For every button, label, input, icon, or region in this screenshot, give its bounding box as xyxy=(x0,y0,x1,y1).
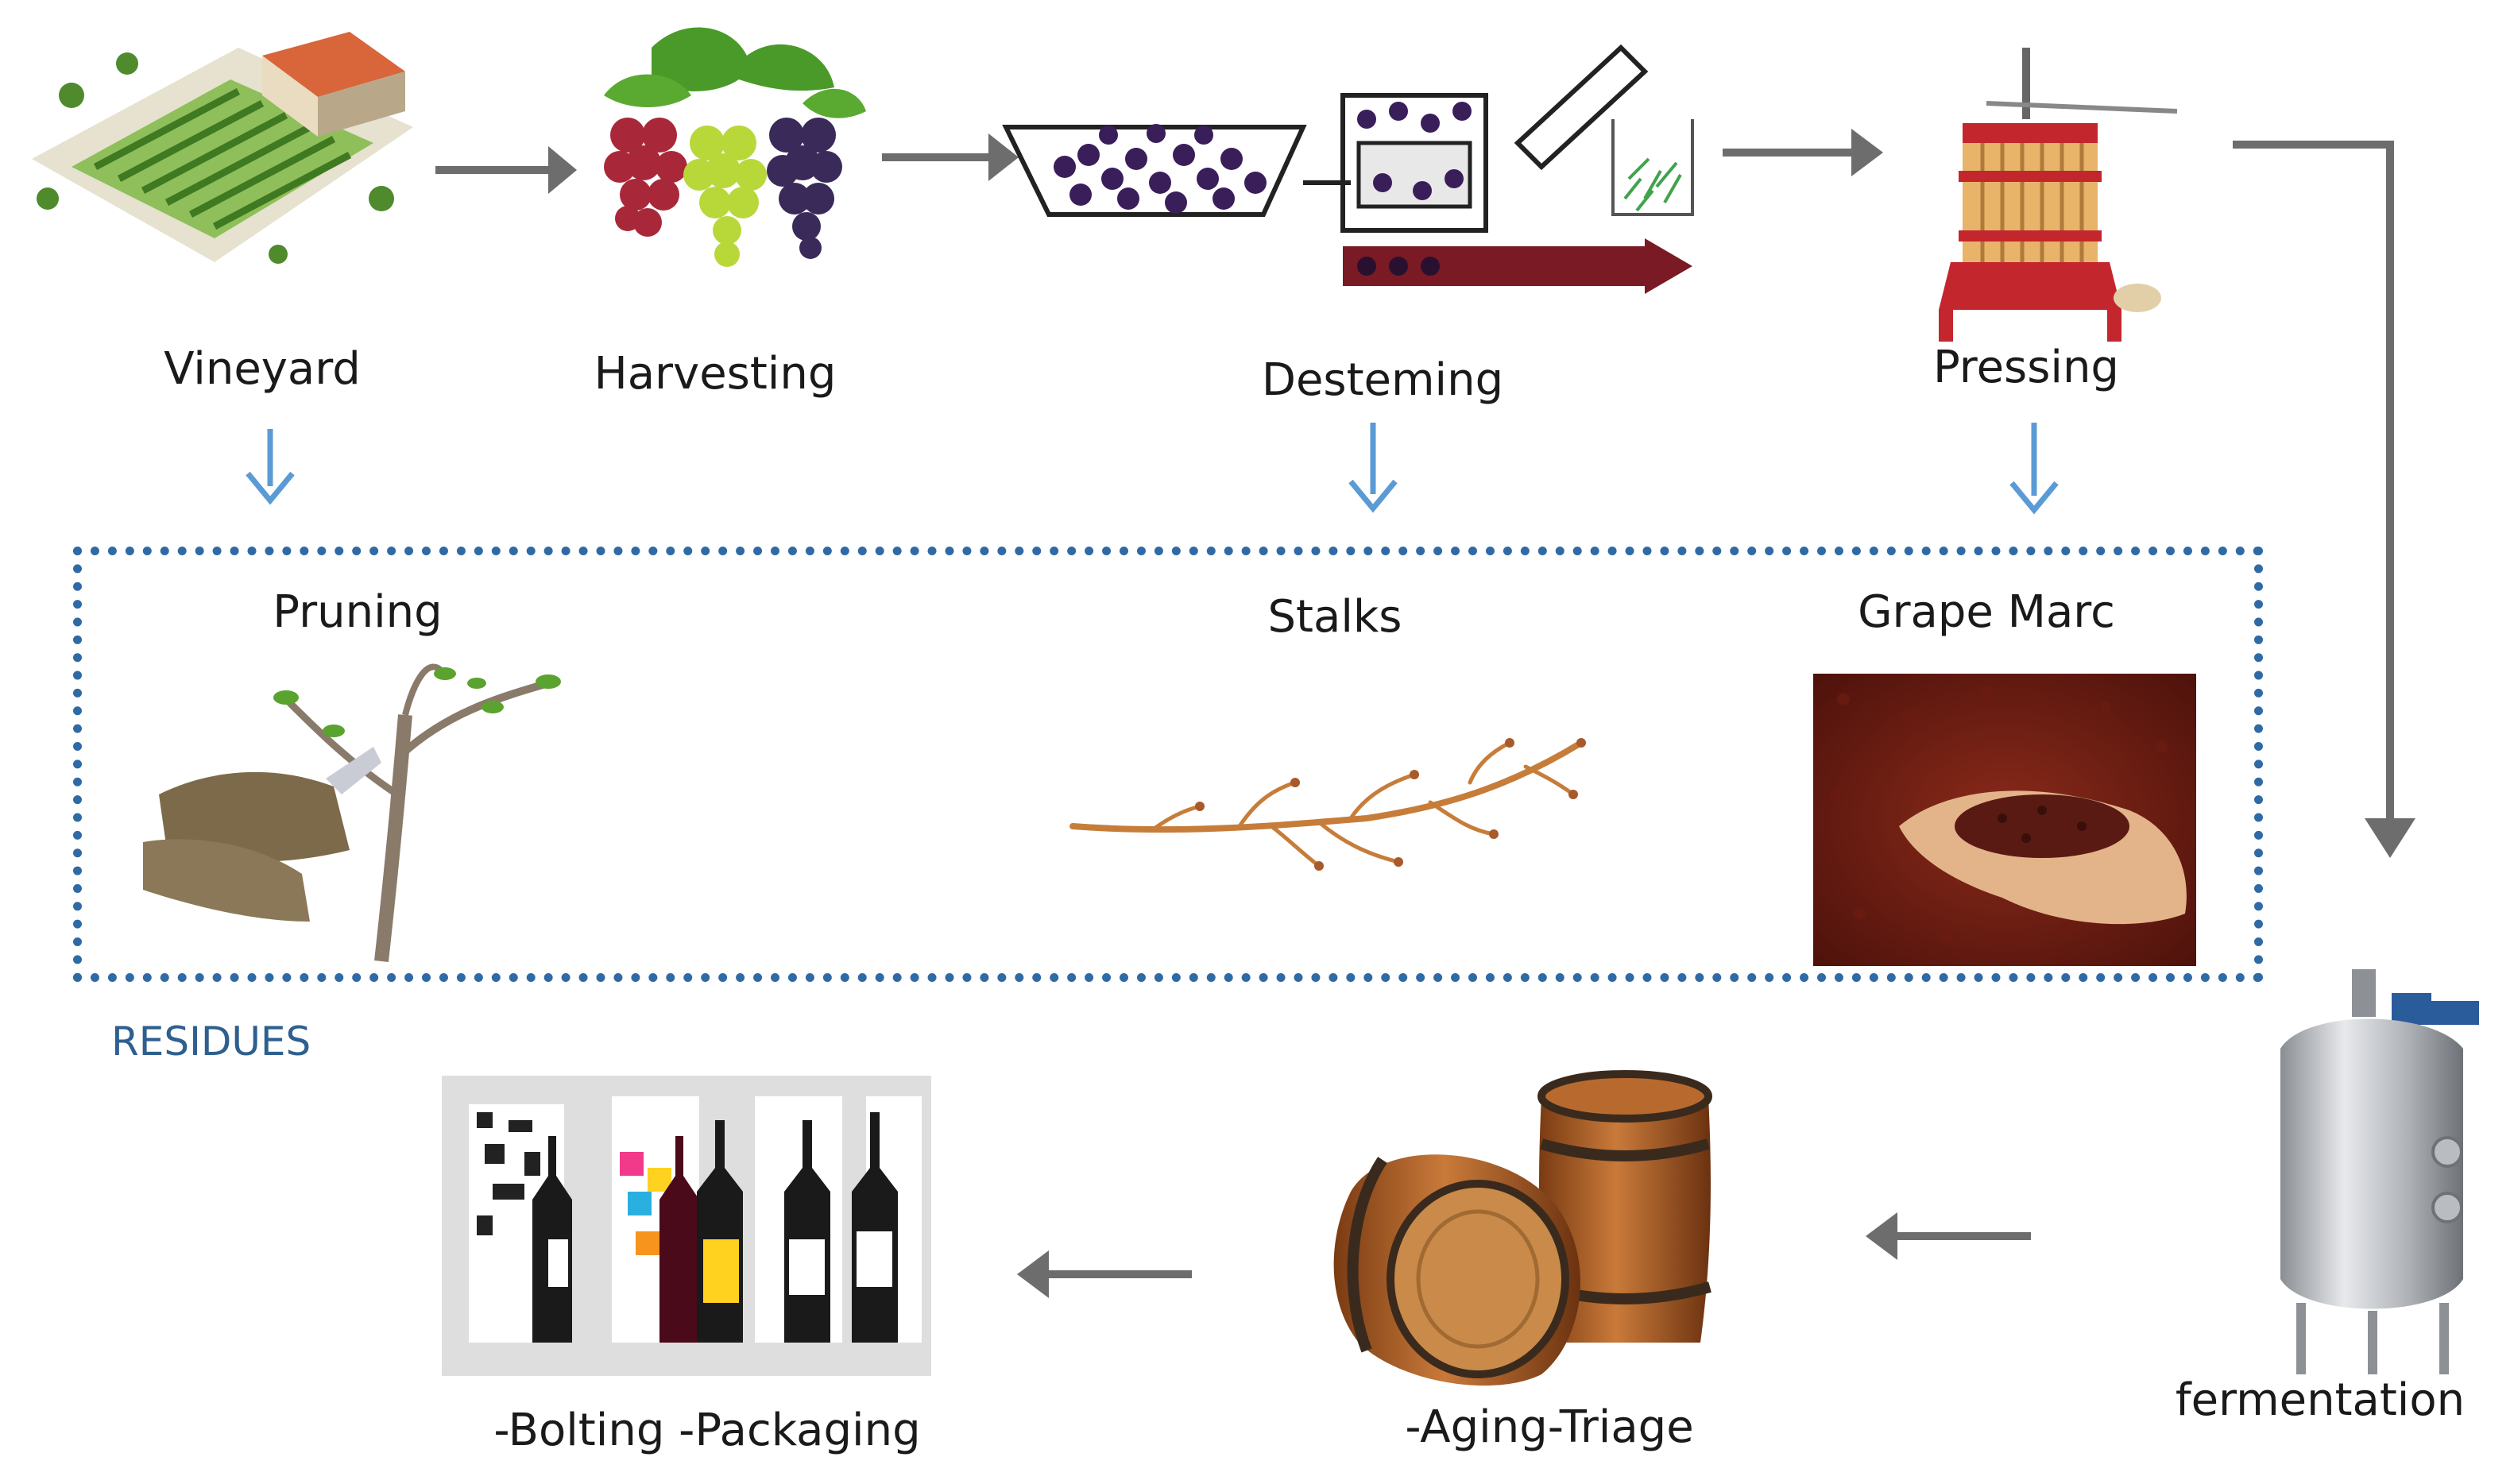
fermentation-tank-illustration xyxy=(2280,969,2479,1374)
grapes-illustration xyxy=(604,27,866,267)
desteming-machine-illustration xyxy=(1002,44,1694,294)
arrow-desteming-stalks xyxy=(1348,423,1398,513)
barrels-illustration xyxy=(1333,1070,1712,1386)
bottles-photo xyxy=(442,1076,931,1376)
wine-press-illustration xyxy=(1939,48,2178,342)
stalks-illustration xyxy=(1069,738,1586,871)
grape-marc-label: Grape Marc xyxy=(1858,586,2115,638)
pressing-label: Pressing xyxy=(1933,342,2119,393)
arrow-vineyard-pruning xyxy=(246,429,295,505)
arrow-harvesting-desteming xyxy=(882,133,1019,181)
grape-marc-photo xyxy=(1813,674,2196,966)
fermentation-label: fermentation xyxy=(2175,1374,2466,1426)
arrow-fermentation-aging xyxy=(1866,1212,2031,1260)
residues-box xyxy=(73,547,2263,982)
bottling-packaging-label: -Bolting -Packaging xyxy=(493,1405,921,1456)
stalks-label: Stalks xyxy=(1267,591,1402,643)
vineyard-label: Vineyard xyxy=(164,343,361,395)
pruning-label: Pruning xyxy=(273,586,443,638)
aging-triage-label: -Aging-Triage xyxy=(1405,1401,1694,1453)
arrow-pressing-fermentation xyxy=(2233,141,2415,858)
arrow-pressing-grape-marc xyxy=(2009,423,2059,515)
residues-title: RESIDUES xyxy=(111,1018,311,1065)
arrow-aging-bottling xyxy=(1017,1250,1192,1298)
desteming-label: Desteming xyxy=(1261,354,1504,406)
arrow-vineyard-harvesting xyxy=(435,146,577,194)
vineyard-illustration xyxy=(32,32,413,264)
arrow-desteming-pressing xyxy=(1723,129,1883,176)
pruning-illustration xyxy=(143,663,561,962)
harvesting-label: Harvesting xyxy=(594,348,837,400)
